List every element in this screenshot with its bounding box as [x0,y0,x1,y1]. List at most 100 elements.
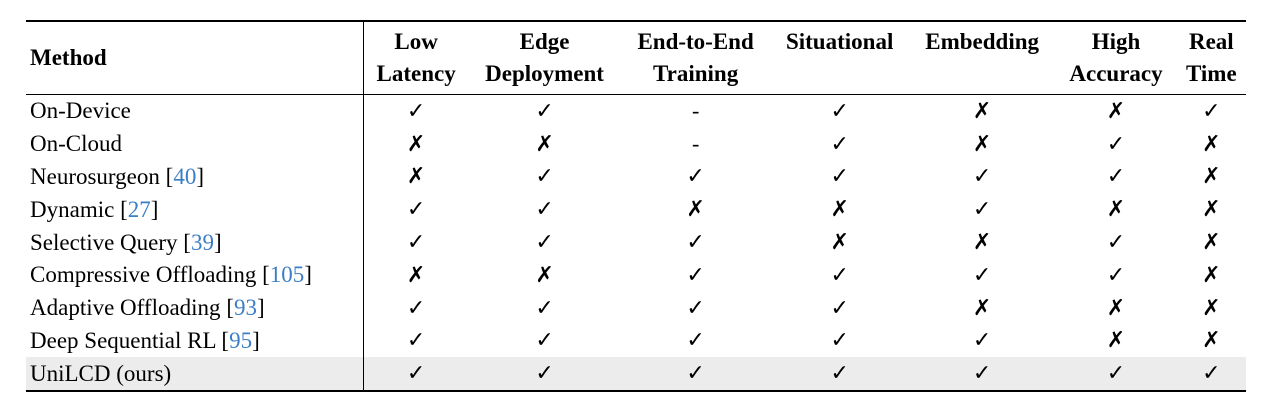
check-mark-cell: ✓ [908,357,1056,393]
header-line-1: Embedding [925,29,1040,54]
check-mark-cell: ✓ [620,357,771,393]
check-icon: ✓ [535,98,554,124]
cross-mark-cell: ✗ [621,193,771,226]
cross-icon: ✗ [1202,328,1221,354]
cross-icon: ✗ [972,131,992,157]
cross-mark-cell: ✗ [364,161,469,194]
cross-mark-cell: ✗ [1177,292,1246,325]
citation-open-bracket: [ [165,163,174,189]
citation-link[interactable]: 39 [190,229,214,255]
check-icon: ✓ [686,295,705,321]
check-mark-cell: ✓ [909,325,1055,358]
check-icon: ✓ [686,164,705,190]
cross-icon: ✗ [1106,98,1126,124]
citation-link[interactable]: 95 [229,327,253,353]
check-mark-cell: ✓ [909,161,1055,194]
check-icon: ✓ [406,328,426,354]
header-line-1: High [1091,29,1141,54]
check-icon: ✓ [406,98,426,124]
citation-close-bracket: ] [252,327,260,353]
cross-mark-cell: ✗ [909,292,1055,325]
cross-icon: ✗ [830,197,849,223]
cross-mark-cell: ✗ [770,193,909,226]
cross-icon: ✗ [830,230,849,256]
header-line-1: Edge [519,29,570,54]
cross-mark-cell: ✗ [909,226,1055,259]
cross-icon: ✗ [1202,164,1221,190]
column-header: Embedding [908,20,1056,95]
check-icon: ✓ [972,328,992,354]
cross-mark-cell: ✗ [1177,161,1246,194]
check-mark-cell: ✓ [770,128,909,161]
method-name: Adaptive Offloading [30,295,227,321]
check-mark-cell: ✓ [770,259,909,292]
citation-close-bracket: ] [304,262,312,288]
check-mark-cell: ✓ [468,357,621,393]
check-icon: ✓ [686,361,705,387]
table-row: Dynamic [27]✓✓✗✗✓✗✗ [26,193,1246,227]
cross-icon: ✗ [972,295,992,321]
citation-link[interactable]: 105 [269,262,305,288]
cross-icon: ✗ [1202,131,1221,157]
method-name: Selective Query [30,229,184,255]
cross-icon: ✗ [406,131,426,157]
check-mark-cell: ✓ [770,357,909,393]
method-name: On-Device [30,98,131,124]
cross-mark-cell: ✗ [770,226,909,259]
cross-mark-cell: ✗ [1177,259,1246,292]
cross-icon: ✗ [1106,295,1126,321]
cross-icon: ✗ [1106,197,1126,223]
check-mark-cell: ✓ [1055,226,1176,259]
method-cell: UniLCD (ours) [26,357,364,393]
cross-icon: ✗ [686,197,705,223]
check-mark-cell: ✓ [364,292,469,325]
header-line-1: Situational [785,29,894,54]
citation-open-bracket: [ [120,196,128,222]
check-icon: ✓ [535,295,554,321]
column-header: Situational [770,20,909,95]
table-row: Adaptive Offloading [93]✓✓✓✓✗✗✗ [26,291,1246,325]
method-cell: Dynamic [27] [26,193,364,227]
method-cell: Compressive Offloading [105] [26,258,364,292]
header-line-1: Real [1188,29,1234,54]
method-name: Deep Sequential RL [30,327,222,353]
cross-mark-cell: ✗ [909,95,1055,128]
citation-link[interactable]: 93 [233,295,257,321]
method-name: On-Cloud [30,131,122,157]
citation-link[interactable]: 40 [173,163,197,189]
header-line-2: Latency [376,61,456,86]
column-header-method: Method [26,20,364,95]
header-line-2: Time [1185,61,1237,86]
check-mark-cell: ✓ [770,95,909,128]
table-row: Deep Sequential RL [95]✓✓✓✓✓✗✗ [26,324,1246,358]
citation-close-bracket: ] [196,163,204,189]
table-row: On-Device✓✓-✓✗✗✓ [26,94,1246,128]
check-icon: ✓ [830,361,849,387]
header-line-1: Low [394,29,438,54]
cross-icon: ✗ [1202,262,1221,288]
not-applicable-cell: - [621,95,771,128]
table-body: On-Device✓✓-✓✗✗✓On-Cloud✗✗-✓✗✓✗Neurosurg… [26,94,1246,393]
method-name: UniLCD (ours) [30,360,172,386]
check-icon: ✓ [830,295,849,321]
check-icon: ✓ [686,230,705,256]
check-mark-cell: ✓ [1177,95,1246,128]
check-mark-cell: ✓ [621,226,771,259]
cross-mark-cell: ✗ [364,128,469,161]
check-mark-cell: ✓ [468,292,621,325]
method-cell: Selective Query [39] [26,226,364,259]
dash-text: - [691,131,700,157]
cross-icon: ✗ [972,230,992,256]
cross-icon: ✗ [535,131,554,157]
table-row: Compressive Offloading [105]✗✗✓✓✓✓✗ [26,258,1246,292]
check-icon: ✓ [535,230,554,256]
check-icon: ✓ [686,262,705,288]
cross-mark-cell: ✗ [1177,325,1246,358]
method-name: Dynamic [30,196,121,222]
header-line-1: End-to-End [637,29,754,54]
table-row: Neurosurgeon [40]✗✓✓✓✓✓✗ [26,160,1246,194]
check-mark-cell: ✓ [364,325,469,358]
citation-link[interactable]: 27 [127,196,151,222]
